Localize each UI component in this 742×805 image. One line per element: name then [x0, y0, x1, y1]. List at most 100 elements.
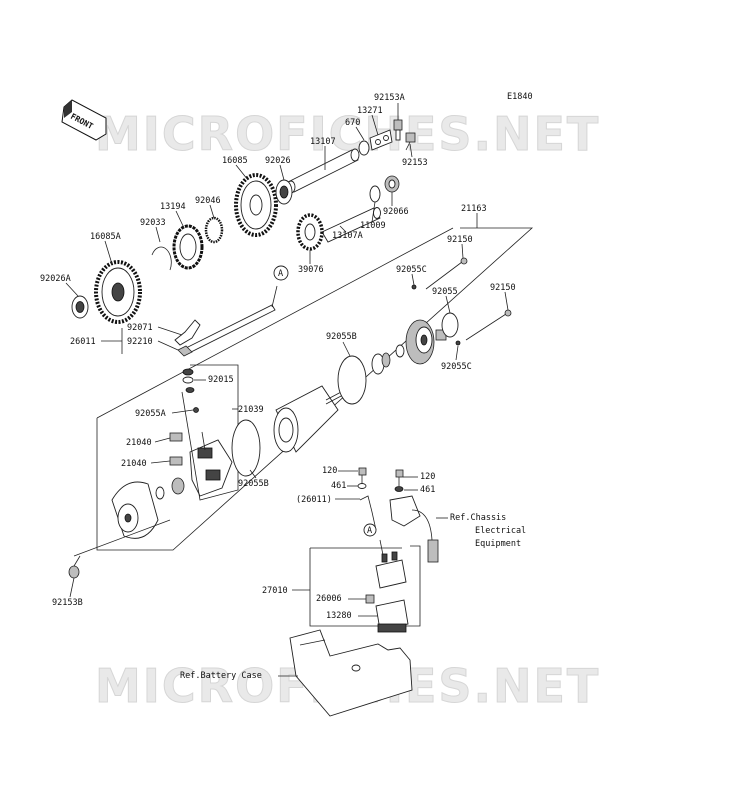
label-16085: 16085	[222, 156, 248, 166]
bearing-92046	[204, 216, 224, 244]
ref-battery-case: Ref.Battery Case	[180, 671, 262, 681]
bolt-92153A	[393, 119, 403, 141]
bolt-92150-upper	[425, 257, 468, 290]
label-21163: 21163	[461, 204, 487, 214]
label-92055B-lower: 92055B	[238, 479, 269, 489]
bolt-92153	[405, 132, 416, 151]
callout-a-upper-label: A	[278, 269, 283, 279]
washer-cover	[155, 486, 165, 500]
label-26011-ref: (26011)	[296, 495, 332, 505]
label-92026A: 92026A	[40, 274, 71, 284]
oring-92055A	[193, 407, 199, 413]
front-housing	[405, 319, 447, 365]
label-11009: 11009	[360, 221, 386, 231]
bolt-92153B	[68, 519, 171, 579]
label-21040-upper: 21040	[126, 438, 152, 448]
oring-92055C-lower	[455, 340, 461, 346]
washer-yoke-3	[395, 344, 405, 358]
gear-39076	[296, 213, 324, 251]
circlip-92033	[151, 246, 172, 271]
bearing-92026A	[71, 295, 89, 319]
screw-120-right	[395, 469, 404, 486]
label-92153A: 92153A	[374, 93, 405, 103]
ref-chassis-line2: Electrical	[475, 526, 526, 536]
label-92055A: 92055A	[135, 409, 166, 419]
diagram-code: E1840	[507, 92, 533, 102]
starter-rod-26011	[181, 285, 278, 356]
label-39076: 39076	[298, 265, 324, 275]
washer-461-left	[357, 483, 367, 489]
callout-a-lower-label: A	[367, 526, 372, 536]
label-92066: 92066	[383, 207, 409, 217]
terminal-cover	[389, 495, 439, 563]
washer-461-right	[394, 486, 404, 492]
starter-relay-27010	[375, 551, 407, 589]
callout-a-upper	[273, 265, 289, 281]
label-16085A: 16085A	[90, 232, 121, 242]
oring-92055C-upper	[411, 284, 417, 290]
label-92150-lower: 92150	[490, 283, 516, 293]
label-92153B: 92153B	[52, 598, 83, 608]
label-92071: 92071	[127, 323, 153, 333]
ref-chassis-line1: Ref.Chassis	[450, 513, 506, 523]
label-92055: 92055	[432, 287, 458, 297]
bushing-cover	[171, 477, 185, 495]
bolt-92150-lower	[465, 309, 512, 341]
label-13107A: 13107A	[332, 231, 363, 241]
bearing-92026	[275, 179, 293, 205]
label-92055B-upper: 92055B	[326, 332, 357, 342]
label-21040-lower: 21040	[121, 459, 147, 469]
assembly-outline-21163	[96, 227, 534, 551]
watermark-top: MICROFICHES.NET	[95, 107, 600, 161]
gear-16085A	[94, 260, 142, 324]
washer-yoke-2	[381, 352, 391, 368]
label-26006: 26006	[316, 594, 342, 604]
brush-21040-lower	[169, 456, 183, 466]
bracket-21039	[181, 364, 239, 501]
label-26011: 26011	[70, 337, 96, 347]
label-92033: 92033	[140, 218, 166, 228]
clutch-13194	[172, 224, 204, 270]
brush-plate-21039	[189, 431, 233, 497]
label-461-left: 461	[331, 481, 346, 491]
fuse-26006	[365, 594, 375, 604]
boot-92071	[174, 319, 201, 346]
gear-16085	[234, 173, 278, 237]
label-92046: 92046	[195, 196, 221, 206]
front-arrow-icon	[61, 99, 107, 141]
label-13271: 13271	[357, 106, 383, 116]
oring-92055B-lower	[231, 419, 261, 477]
callout-a-lower	[363, 523, 377, 537]
battery-case	[289, 629, 413, 717]
washers-92015	[182, 368, 195, 393]
label-92026: 92026	[265, 156, 291, 166]
end-cover	[111, 481, 159, 539]
label-92055C-lower: 92055C	[441, 362, 472, 372]
plate-13271	[369, 129, 393, 151]
starter-yoke	[273, 381, 361, 453]
oring-92055B-upper	[337, 355, 367, 405]
holder-13280	[375, 599, 409, 633]
label-461-right: 461	[420, 485, 435, 495]
plug-92066	[384, 175, 400, 193]
brush-21040-upper	[169, 432, 183, 442]
nut-92210	[177, 345, 193, 357]
relay-outline-27010	[309, 545, 421, 627]
label-120-left: 120	[322, 466, 337, 476]
oring-670	[358, 140, 370, 156]
label-13280: 13280	[326, 611, 352, 621]
label-670: 670	[345, 118, 360, 128]
label-27010: 27010	[262, 586, 288, 596]
ref-chassis-line3: Equipment	[475, 539, 521, 549]
label-92150-upper: 92150	[447, 235, 473, 245]
label-13194: 13194	[160, 202, 186, 212]
gasket-11009	[369, 185, 381, 203]
label-92055C-upper: 92055C	[396, 265, 427, 275]
screw-120-left	[358, 467, 367, 484]
shaft-13107A	[321, 207, 381, 243]
label-13107: 13107	[310, 137, 336, 147]
label-92210: 92210	[127, 337, 153, 347]
label-21039: 21039	[238, 405, 264, 415]
